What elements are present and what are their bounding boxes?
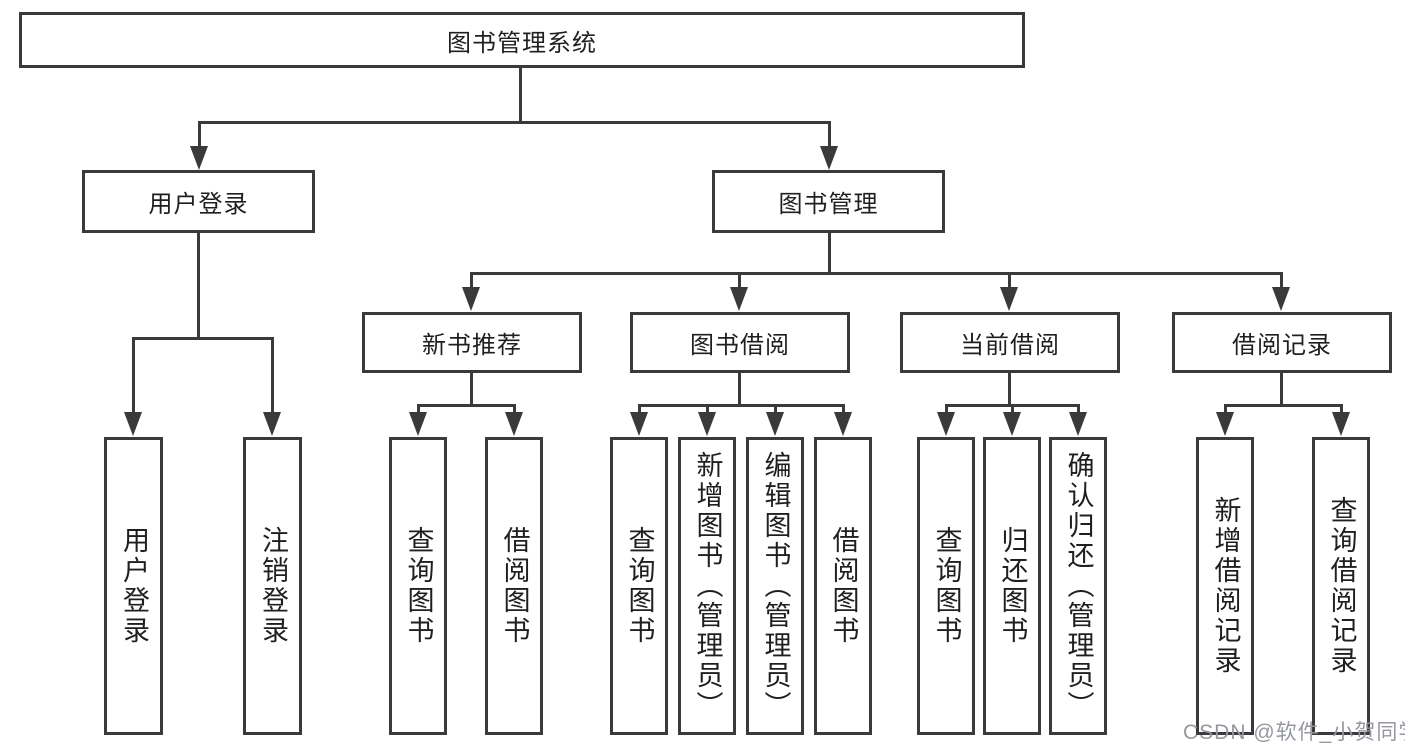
connector-line [1011, 404, 1014, 414]
leaf-confirm-return-admin: 确认归还（管理员） [1049, 437, 1107, 735]
node-current-borrow: 当前借阅 [900, 312, 1120, 373]
leaf-logout: 注销登录 [243, 437, 302, 735]
connector-line [197, 233, 200, 339]
node-root-label: 图书管理系统 [447, 29, 597, 57]
connector-line [132, 337, 135, 413]
node-new-book-recommend: 新书推荐 [362, 312, 582, 373]
node-user-login-label: 用户登录 [148, 191, 249, 218]
node-current-borrow-label: 当前借阅 [960, 332, 1060, 359]
connector-line [1340, 404, 1343, 414]
arrow-down-icon [505, 412, 523, 436]
leaf-return-books: 归还图书 [983, 437, 1041, 735]
connector-line [519, 68, 522, 124]
arrow-down-icon [409, 412, 427, 436]
connector-line [470, 272, 473, 288]
connector-line [198, 121, 201, 147]
connector-line [132, 337, 274, 340]
node-borrow-records-label: 借阅记录 [1232, 332, 1332, 359]
arrow-down-icon [190, 146, 208, 170]
arrow-down-icon [1216, 412, 1234, 436]
connector-line [198, 121, 831, 124]
node-borrow-records: 借阅记录 [1172, 312, 1392, 373]
connector-line [828, 233, 831, 274]
leaf-add-books-admin: 新增图书（管理员） [678, 437, 736, 735]
leaf-return-books-label: 归还图书 [997, 526, 1028, 646]
arrow-down-icon [1000, 287, 1018, 311]
leaf-rec-borrow-books: 借阅图书 [485, 437, 543, 735]
leaf-confirm-return-admin-label: 确认归还（管理员） [1063, 451, 1094, 721]
leaf-rec-query-books: 查询图书 [389, 437, 447, 735]
connector-line [1008, 373, 1011, 406]
arrow-down-icon [1069, 412, 1087, 436]
leaf-user-login-label: 用户登录 [119, 526, 149, 646]
leaf-rec-borrow-books-label: 借阅图书 [499, 526, 530, 646]
arrow-down-icon [630, 412, 648, 436]
arrow-down-icon [766, 412, 784, 436]
arrow-down-icon [834, 412, 852, 436]
leaf-edit-books-admin: 编辑图书（管理员） [746, 437, 804, 735]
connector-line [828, 121, 831, 147]
leaf-borrow-books-label: 借阅图书 [828, 526, 859, 646]
connector-line [738, 272, 741, 288]
connector-line [1280, 272, 1283, 288]
connector-line [1224, 404, 1343, 407]
connector-line [774, 404, 777, 414]
leaf-current-query-books-label: 查询图书 [931, 526, 962, 646]
leaf-query-borrow-record-label: 查询借阅记录 [1326, 496, 1357, 676]
connector-line [513, 404, 516, 414]
arrow-down-icon [263, 412, 281, 436]
connector-line [638, 404, 845, 407]
node-book-borrow: 图书借阅 [630, 312, 850, 373]
leaf-add-books-admin-label: 新增图书（管理员） [692, 451, 723, 721]
connector-line [1280, 373, 1283, 406]
node-book-management: 图书管理 [712, 170, 945, 233]
connector-line [417, 404, 420, 414]
node-user-login: 用户登录 [82, 170, 315, 233]
leaf-logout-label: 注销登录 [258, 526, 288, 646]
node-book-borrow-label: 图书借阅 [690, 332, 790, 359]
arrow-down-icon [462, 287, 480, 311]
arrow-down-icon [1272, 287, 1290, 311]
arrow-down-icon [124, 412, 142, 436]
node-root: 图书管理系统 [19, 12, 1025, 68]
leaf-borrow-query-books: 查询图书 [610, 437, 668, 735]
node-book-management-label: 图书管理 [778, 191, 879, 218]
leaf-add-borrow-record: 新增借阅记录 [1196, 437, 1254, 735]
leaf-query-borrow-record: 查询借阅记录 [1312, 437, 1370, 735]
connector-line [417, 404, 516, 407]
arrow-down-icon [1332, 412, 1350, 436]
arrow-down-icon [698, 412, 716, 436]
node-new-book-recommend-label: 新书推荐 [422, 332, 522, 359]
connector-line [706, 404, 709, 414]
leaf-user-login: 用户登录 [104, 437, 163, 735]
connector-line [738, 373, 741, 406]
connector-line [1077, 404, 1080, 414]
arrow-down-icon [820, 146, 838, 170]
leaf-rec-query-books-label: 查询图书 [403, 526, 434, 646]
leaf-add-borrow-record-label: 新增借阅记录 [1210, 496, 1241, 676]
connector-line [945, 404, 948, 414]
leaf-borrow-query-books-label: 查询图书 [624, 526, 655, 646]
leaf-current-query-books: 查询图书 [917, 437, 975, 735]
csdn-watermark: CSDN @软件_小贺同学 [1183, 721, 1405, 744]
arrow-down-icon [937, 412, 955, 436]
connector-line [271, 337, 274, 413]
leaf-borrow-books: 借阅图书 [814, 437, 872, 735]
arrow-down-icon [1003, 412, 1021, 436]
connector-line [1224, 404, 1227, 414]
connector-line [470, 373, 473, 406]
connector-line [638, 404, 641, 414]
connector-line [1008, 272, 1011, 288]
connector-line [470, 272, 1283, 275]
arrow-down-icon [730, 287, 748, 311]
connector-line [842, 404, 845, 414]
leaf-edit-books-admin-label: 编辑图书（管理员） [760, 451, 791, 721]
